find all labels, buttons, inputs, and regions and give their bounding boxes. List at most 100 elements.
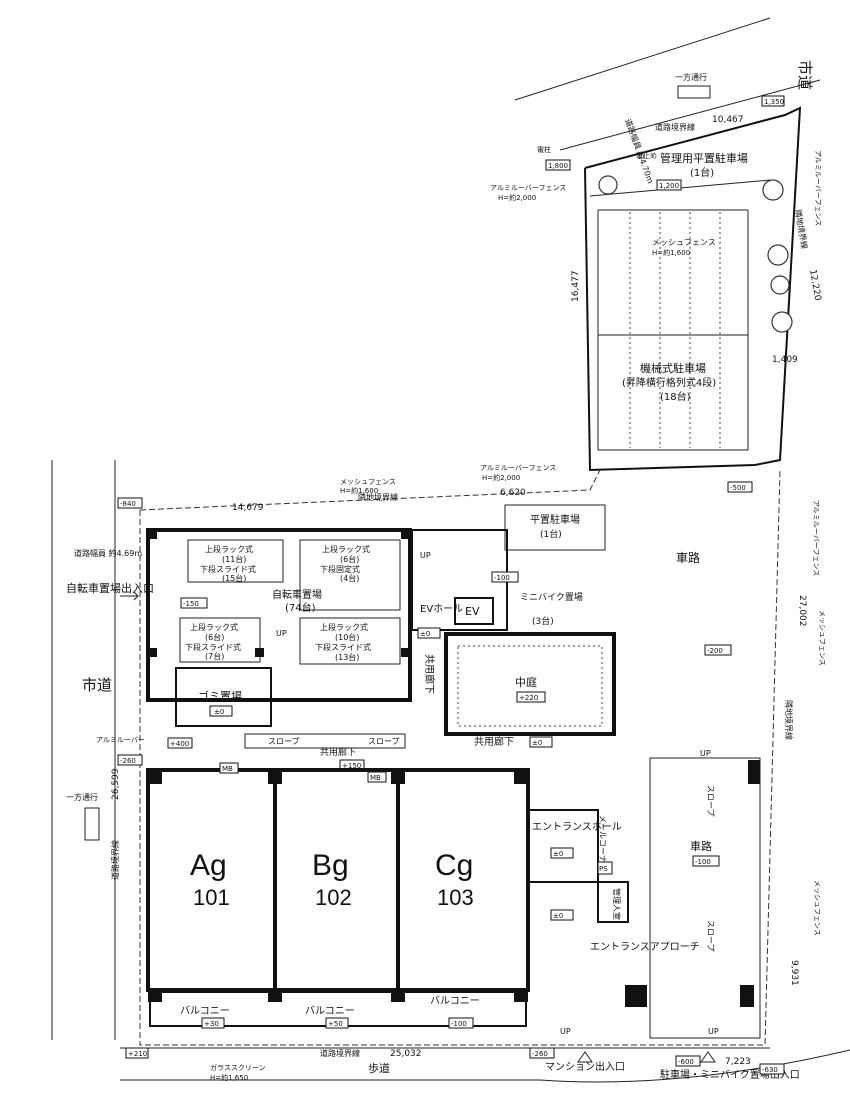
boundary-mid-value: 14,679 — [232, 503, 264, 513]
courtyard-label: 中庭 — [515, 675, 537, 689]
mech-parking-label: 機械式駐車場 — [640, 361, 706, 375]
level-0-ev: ±0 — [420, 630, 430, 638]
level-p400: +400 — [170, 740, 189, 748]
entrance-hall-level: ±0 — [553, 850, 563, 858]
courtyard-level: +220 — [519, 694, 538, 702]
level-p150: +150 — [342, 762, 361, 770]
car-road-2-label: 車路 — [690, 839, 712, 853]
rack-b-3: 下段固定式 — [320, 564, 360, 574]
level-0-corridor: ±0 — [532, 739, 542, 747]
boundary-east2-label: 隣地境界線 — [784, 700, 794, 740]
mesh-fence-label-2: メッシュフェンス — [340, 478, 396, 486]
flat-parking-count: (1台) — [540, 528, 562, 540]
one-way-west-arrow — [84, 807, 100, 841]
balcony-c: バルコニー — [430, 995, 480, 1007]
level-m600: -600 — [678, 1058, 694, 1066]
west-road-label: 市道 — [82, 676, 112, 694]
rack-c-3: 下段スライド式 — [185, 642, 241, 652]
mesh-fence-height-1: H=約1,600 — [652, 248, 690, 257]
entrance-up: UP — [560, 1027, 571, 1036]
mansion-entrance-label: マンション出入口 — [545, 1060, 625, 1073]
mgmt-parking-count: (1台) — [690, 166, 714, 179]
level-m630: -630 — [762, 1066, 778, 1074]
one-way-north-arrow — [677, 85, 711, 99]
car-road-label: 車路 — [676, 550, 700, 565]
ev-up-label: UP — [420, 551, 431, 560]
louver-label: アルミルーバー — [96, 736, 145, 744]
alum-fence-label-east: アルミルーバーフェンス — [814, 150, 822, 226]
one-way-west-label: 一方通行 — [66, 792, 98, 802]
mesh-fence-label-east3: メッシュフェンス — [813, 880, 821, 936]
mesh-fence-label-1: メッシュフェンス — [652, 238, 716, 247]
rack-d-4: (13台) — [335, 652, 359, 662]
utility-pole-label: 電柱 — [537, 145, 551, 154]
balcony-c-level: -100 — [451, 1020, 467, 1028]
mgmt-room-label: 管理人室 — [612, 888, 622, 920]
entrance-approach-label: エントランスアプローチ — [590, 941, 700, 953]
flat-parking-label: 平置駐車場 — [530, 513, 580, 526]
corridor-vertical-label: 共用廊下 — [423, 654, 436, 694]
rack-d-2: (10台) — [335, 632, 359, 642]
motorbike-label: ミニバイク置場 — [520, 591, 583, 603]
entrance-hall-label: エントランスホール — [532, 821, 622, 833]
mech-parking-type: (昇降横行格列式4段) — [622, 376, 716, 389]
west-road: 市道 一方通行 道路幅員 約4.69m 道路境界線 26,599 自転車置場出入… — [51, 460, 154, 1040]
car-road-2-level: -100 — [695, 858, 711, 866]
unit-b-number: 102 — [315, 885, 352, 910]
balcony-b: バルコニー — [305, 1005, 355, 1017]
rack-c-4: (7台) — [205, 651, 224, 661]
level-m500: -500 — [730, 484, 746, 492]
car-road-up: UP — [700, 749, 711, 758]
mesh-fence-height-2: H=約1,600 — [340, 486, 378, 495]
level-m200: -200 — [707, 647, 723, 655]
mgmt-parking-label: 管理用平置駐車場 — [660, 151, 748, 165]
level-1200: 1,200 — [659, 182, 679, 190]
mb-a: MB — [222, 765, 233, 773]
corridor-label-1: 共用廊下 — [320, 746, 356, 758]
level-m100-a: -100 — [494, 574, 510, 582]
boundary-south-value: 25,032 — [390, 1049, 422, 1059]
common-corridor: スロープ スロープ 共用廊下 共用廊下 ±0 +400 +150 — [167, 733, 553, 771]
glass-screen-height: H=約1,650 — [210, 1073, 248, 1082]
ev-label: EV — [465, 605, 480, 618]
bike-parking-block: 上段ラック式 (11台) 下段スライド式 (15台) 上段ラック式 (6台) 下… — [146, 528, 412, 702]
rack-a-2: (11台) — [222, 554, 246, 564]
bike-parking-label: 自転車置場 — [272, 588, 322, 601]
rack-a-1: 上段ラック式 — [205, 544, 253, 554]
boundary-south-label: 道路境界線 — [320, 1048, 360, 1058]
mailbox-label: メールコーナー — [598, 815, 607, 871]
level-1800: 1,800 — [548, 162, 568, 170]
rack-d-1: 上段ラック式 — [320, 622, 368, 632]
boundary-north-label: 道路境界線 — [655, 122, 695, 132]
garbage-level: ±0 — [214, 708, 224, 716]
balcony-b-level: +50 — [328, 1020, 343, 1028]
car-stop-label: 車止め — [636, 151, 657, 160]
boundary-east-value: 12,220 — [807, 269, 822, 302]
level-m840: -840 — [120, 500, 136, 508]
rack-c-1: 上段ラック式 — [190, 622, 238, 632]
adjacent-boundary-label: 隣地境界線 — [358, 492, 398, 502]
ev-hall-label: EVホール — [420, 603, 463, 615]
rack-b-2: (6台) — [340, 554, 359, 564]
car-road-area: 車路 -200 車路 -100 スロープ スロープ UP — [625, 550, 761, 1039]
level-1350: 1,350 — [764, 98, 784, 106]
corridor-label-2: 共用廊下 — [474, 735, 514, 748]
mesh-fence-label-east: メッシュフェンス — [818, 610, 826, 666]
dim-16477: 16,477 — [571, 271, 581, 303]
dim-1409: 1,409 — [772, 355, 798, 365]
boundary-north-value: 10,467 — [712, 115, 744, 125]
courtyard: 中庭 +220 ミニバイク置場 (3台) — [444, 591, 616, 736]
rack-a-3: 下段スライド式 — [200, 564, 256, 574]
alum-fence-height-2: H=約2,000 — [482, 473, 520, 482]
sidewalk-label: 歩道 — [368, 1061, 390, 1075]
glass-screen-label: ガラススクリーン — [210, 1063, 266, 1072]
unit-a-code: Ag — [190, 849, 227, 882]
mb-b: MB — [370, 774, 381, 782]
dim-7223: 7,223 — [725, 1057, 751, 1067]
rack-b-1: 上段ラック式 — [322, 544, 370, 554]
unit-a-number: 101 — [193, 885, 230, 910]
boundary-east-label: 隣地境界線 — [793, 209, 810, 250]
entrance-level-2: ±0 — [553, 912, 563, 920]
ev-core: 平置駐車場 (1台) EV EVホール UP -100 ±0 共用廊下 — [411, 504, 606, 694]
